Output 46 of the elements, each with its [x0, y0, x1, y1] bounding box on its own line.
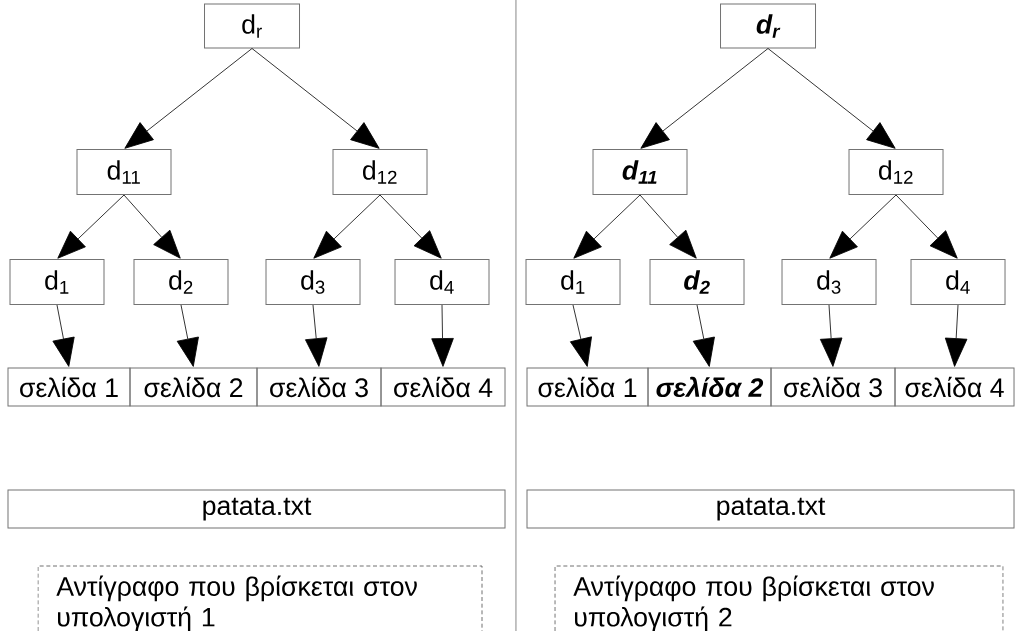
tree-box: d$_{4}$ — [910, 259, 1006, 305]
arrow — [819, 304, 843, 367]
tree-box: d$_{r}$ — [204, 3, 300, 49]
tree-box: d$_{11}$ — [76, 149, 172, 195]
arrow — [124, 48, 253, 149]
copy-box: Αντίγραφο που βρίσκεται στον υπολογιστή 2 — [554, 565, 1004, 631]
arrow — [379, 194, 442, 259]
arrow — [431, 304, 454, 367]
arrow — [570, 304, 592, 367]
tree-box: d$_{11}$ — [592, 149, 688, 195]
tree-box: d$_{3}$ — [265, 259, 361, 305]
arrow — [895, 194, 958, 259]
tree-box: d$_{r}$ — [720, 3, 816, 49]
page-cell: σελίδα 3 — [256, 367, 382, 407]
arrow — [305, 304, 328, 367]
arrow — [944, 304, 968, 367]
arrow — [176, 304, 199, 367]
arrow — [52, 304, 75, 367]
page-cell: σελίδα 1 — [526, 367, 649, 407]
arrow — [692, 304, 715, 367]
page-cell: σελίδα 2 — [647, 367, 772, 407]
tree-box: d$_{2}$ — [133, 259, 229, 305]
file-box: patata.txt — [526, 489, 1015, 529]
page-cell: σελίδα 4 — [894, 367, 1015, 407]
tree-box: d$_{1}$ — [9, 259, 105, 305]
arrow — [573, 194, 641, 259]
tree-box: d$_{12}$ — [848, 149, 944, 195]
copy-box: Αντίγραφο που βρίσκεται στον υπολογιστή 1 — [37, 565, 483, 631]
tree-box: d$_{12}$ — [332, 149, 428, 195]
arrow — [767, 48, 896, 149]
file-box: patata.txt — [7, 489, 506, 529]
page-cell: σελίδα 2 — [129, 367, 258, 407]
arrow — [313, 194, 381, 259]
tree-box: d$_{4}$ — [394, 259, 490, 305]
arrow — [57, 194, 125, 259]
page-cell: σελίδα 4 — [380, 367, 506, 407]
tree-box: d$_{3}$ — [781, 259, 877, 305]
tree-box: d$_{1}$ — [525, 259, 621, 305]
arrow — [829, 194, 897, 259]
tree-box: d$_{2}$ — [649, 259, 745, 305]
page-cell: σελίδα 3 — [770, 367, 896, 407]
arrow — [639, 194, 697, 259]
arrow — [640, 48, 769, 149]
arrow — [251, 48, 380, 149]
page-cell: σελίδα 1 — [7, 367, 131, 407]
arrow — [123, 194, 181, 259]
